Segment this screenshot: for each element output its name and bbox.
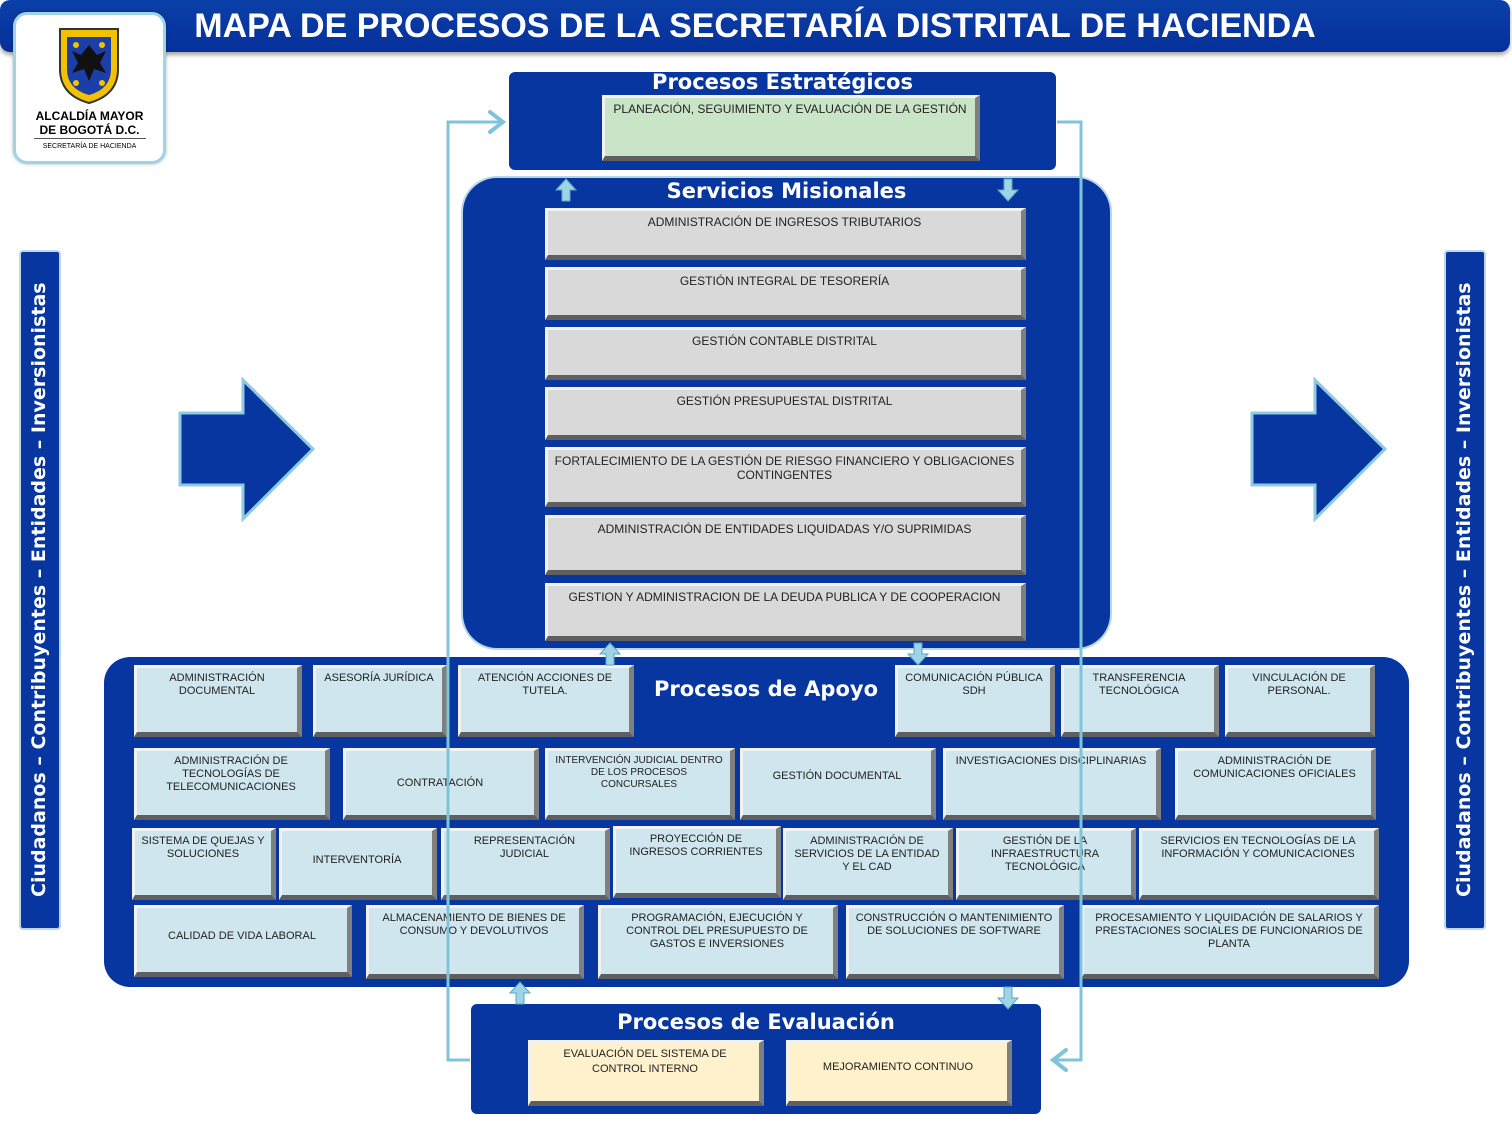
down-arrow-icon: [997, 986, 1019, 1010]
side-label-right-text: Ciudadanos – Contribuyentes – Entidades …: [1453, 282, 1475, 898]
support-panel-title: Procesos de Apoyo: [653, 677, 879, 701]
missional-process-box[interactable]: GESTION Y ADMINISTRACION DE LA DEUDA PUB…: [545, 583, 1026, 641]
up-arrow-icon: [599, 642, 621, 666]
support-process-box[interactable]: PROCESAMIENTO Y LIQUIDACIÓN DE SALARIOS …: [1081, 905, 1379, 979]
side-label-left-text: Ciudadanos – Contribuyentes – Entidades …: [28, 282, 50, 898]
support-process-box[interactable]: ADMINISTRACIÓN DE COMUNICACIONES OFICIAL…: [1175, 748, 1376, 820]
support-process-box[interactable]: SERVICIOS EN TECNOLOGÍAS DE LA INFORMACI…: [1139, 828, 1379, 900]
support-process-box[interactable]: PROYECCIÓN DE INGRESOS CORRIENTES: [613, 826, 781, 898]
logo-line-3: SECRETARÍA DE HACIENDA: [42, 143, 137, 150]
support-process-box[interactable]: ADMINISTRACIÓN DE SERVICIOS DE LA ENTIDA…: [783, 828, 953, 900]
support-process-box[interactable]: CONTRATACIÓN: [343, 748, 539, 820]
strategic-process-box[interactable]: PLANEACIÓN, SEGUIMIENTO Y EVALUACIÓN DE …: [602, 95, 980, 161]
coat-of-arms-icon: [59, 28, 119, 105]
support-process-box[interactable]: COMUNICACIÓN PÚBLICA SDH: [895, 665, 1055, 737]
down-arrow-icon: [997, 178, 1019, 202]
support-process-box[interactable]: ADMINISTRACIÓN DE TECNOLOGÍAS DE TELECOM…: [134, 748, 330, 820]
support-process-box[interactable]: SISTEMA DE QUEJAS Y SOLUCIONES: [132, 828, 276, 900]
missional-process-box[interactable]: GESTIÓN PRESUPUESTAL DISTRITAL: [545, 387, 1026, 440]
evaluation-panel-title: Procesos de Evaluación: [617, 1010, 895, 1034]
up-arrow-icon: [509, 981, 531, 1005]
evaluation-process-box[interactable]: EVALUACIÓN DEL SISTEMA DE CONTROL INTERN…: [528, 1040, 764, 1106]
up-arrow-icon: [555, 178, 577, 202]
evaluation-process-box[interactable]: MEJORAMIENTO CONTINUO: [786, 1040, 1012, 1106]
support-process-box[interactable]: CALIDAD DE VIDA LABORAL: [134, 905, 352, 977]
missional-process-box[interactable]: ADMINISTRACIÓN DE INGRESOS TRIBUTARIOS: [545, 208, 1026, 260]
support-process-box[interactable]: ATENCIÓN ACCIONES DE TUTELA.: [458, 665, 634, 737]
output-arrow-icon: [1250, 376, 1388, 523]
logo-line-2: DE BOGOTÁ D.C.: [39, 123, 140, 137]
logo-line-1: ALCALDÍA MAYOR: [35, 109, 144, 123]
side-label-left: Ciudadanos – Contribuyentes – Entidades …: [19, 250, 61, 930]
missional-panel-title: Servicios Misionales: [666, 179, 907, 203]
missional-process-box[interactable]: ADMINISTRACIÓN DE ENTIDADES LIQUIDADAS Y…: [545, 515, 1026, 575]
support-process-box[interactable]: PROGRAMACIÓN, EJECUCIÓN Y CONTROL DEL PR…: [598, 905, 838, 979]
support-process-box[interactable]: TRANSFERENCIA TECNOLÓGICA: [1061, 665, 1219, 737]
support-process-box[interactable]: REPRESENTACIÓN JUDICIAL: [441, 828, 610, 900]
support-process-box[interactable]: INVESTIGACIONES DISCIPLINARIAS: [943, 748, 1161, 820]
logo-divider: [34, 138, 146, 139]
support-process-box[interactable]: ASESORÍA JURÍDICA: [313, 665, 447, 737]
support-process-box[interactable]: GESTIÓN DOCUMENTAL: [740, 748, 936, 820]
support-process-box[interactable]: INTERVENTORÍA: [279, 828, 437, 900]
support-process-box[interactable]: VINCULACIÓN DE PERSONAL.: [1225, 665, 1375, 737]
strategic-panel-title: Procesos Estratégicos: [652, 70, 913, 94]
down-arrow-icon: [907, 642, 929, 666]
missional-process-box[interactable]: FORTALECIMIENTO DE LA GESTIÓN DE RIESGO …: [545, 447, 1026, 507]
title-bar: [0, 0, 1510, 52]
support-process-box[interactable]: ALMACENAMIENTO DE BIENES DE CONSUMO Y DE…: [366, 905, 584, 979]
logo: ALCALDÍA MAYOR DE BOGOTÁ D.C. SECRETARÍA…: [13, 12, 166, 164]
missional-process-box[interactable]: GESTIÓN INTEGRAL DE TESORERÍA: [545, 267, 1026, 320]
support-process-box[interactable]: CONSTRUCCIÓN O MANTENIMIENTO DE SOLUCION…: [846, 905, 1064, 979]
input-arrow-icon: [178, 376, 316, 523]
support-process-box[interactable]: INTERVENCIÓN JUDICIAL DENTRO DE LOS PROC…: [545, 748, 735, 820]
support-process-box[interactable]: ADMINISTRACIÓN DOCUMENTAL: [134, 665, 302, 737]
page-title: MAPA DE PROCESOS DE LA SECRETARÍA DISTRI…: [194, 7, 1316, 45]
support-process-box[interactable]: GESTIÓN DE LA INFRAESTRUCTURA TECNOLÓGIC…: [956, 828, 1136, 900]
side-label-right: Ciudadanos – Contribuyentes – Entidades …: [1444, 250, 1486, 930]
missional-process-box[interactable]: GESTIÓN CONTABLE DISTRITAL: [545, 327, 1026, 380]
